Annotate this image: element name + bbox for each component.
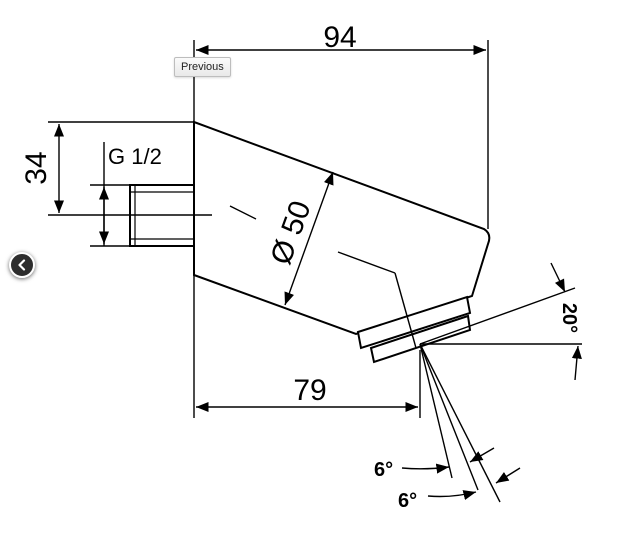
spray-lines (419, 343, 501, 503)
dim-94-lines (193, 40, 489, 229)
nozzle (356, 295, 472, 364)
dim-spray-angle-2-label: 6° (398, 490, 417, 512)
dim-g12-lines (90, 142, 130, 247)
previous-tooltip: Previous (174, 57, 231, 77)
dim-50-lines (284, 171, 334, 306)
shower-head-body (193, 120, 491, 336)
dim-79-lines (193, 275, 421, 418)
dim-20-lines (419, 262, 582, 381)
dim-tilt-label: 20° (558, 303, 580, 333)
previous-button[interactable] (9, 252, 35, 278)
dim-thread-label: G 1/2 (108, 144, 162, 169)
dim-94-label: 94 (323, 21, 356, 54)
dim-spray-angle-1-label: 6° (374, 459, 393, 481)
chevron-left-icon (18, 259, 26, 271)
dim-34-label: 34 (20, 151, 53, 184)
dim-79-label: 79 (293, 374, 326, 407)
spray-angle-arrows (401, 447, 521, 500)
center-lines (170, 205, 417, 349)
